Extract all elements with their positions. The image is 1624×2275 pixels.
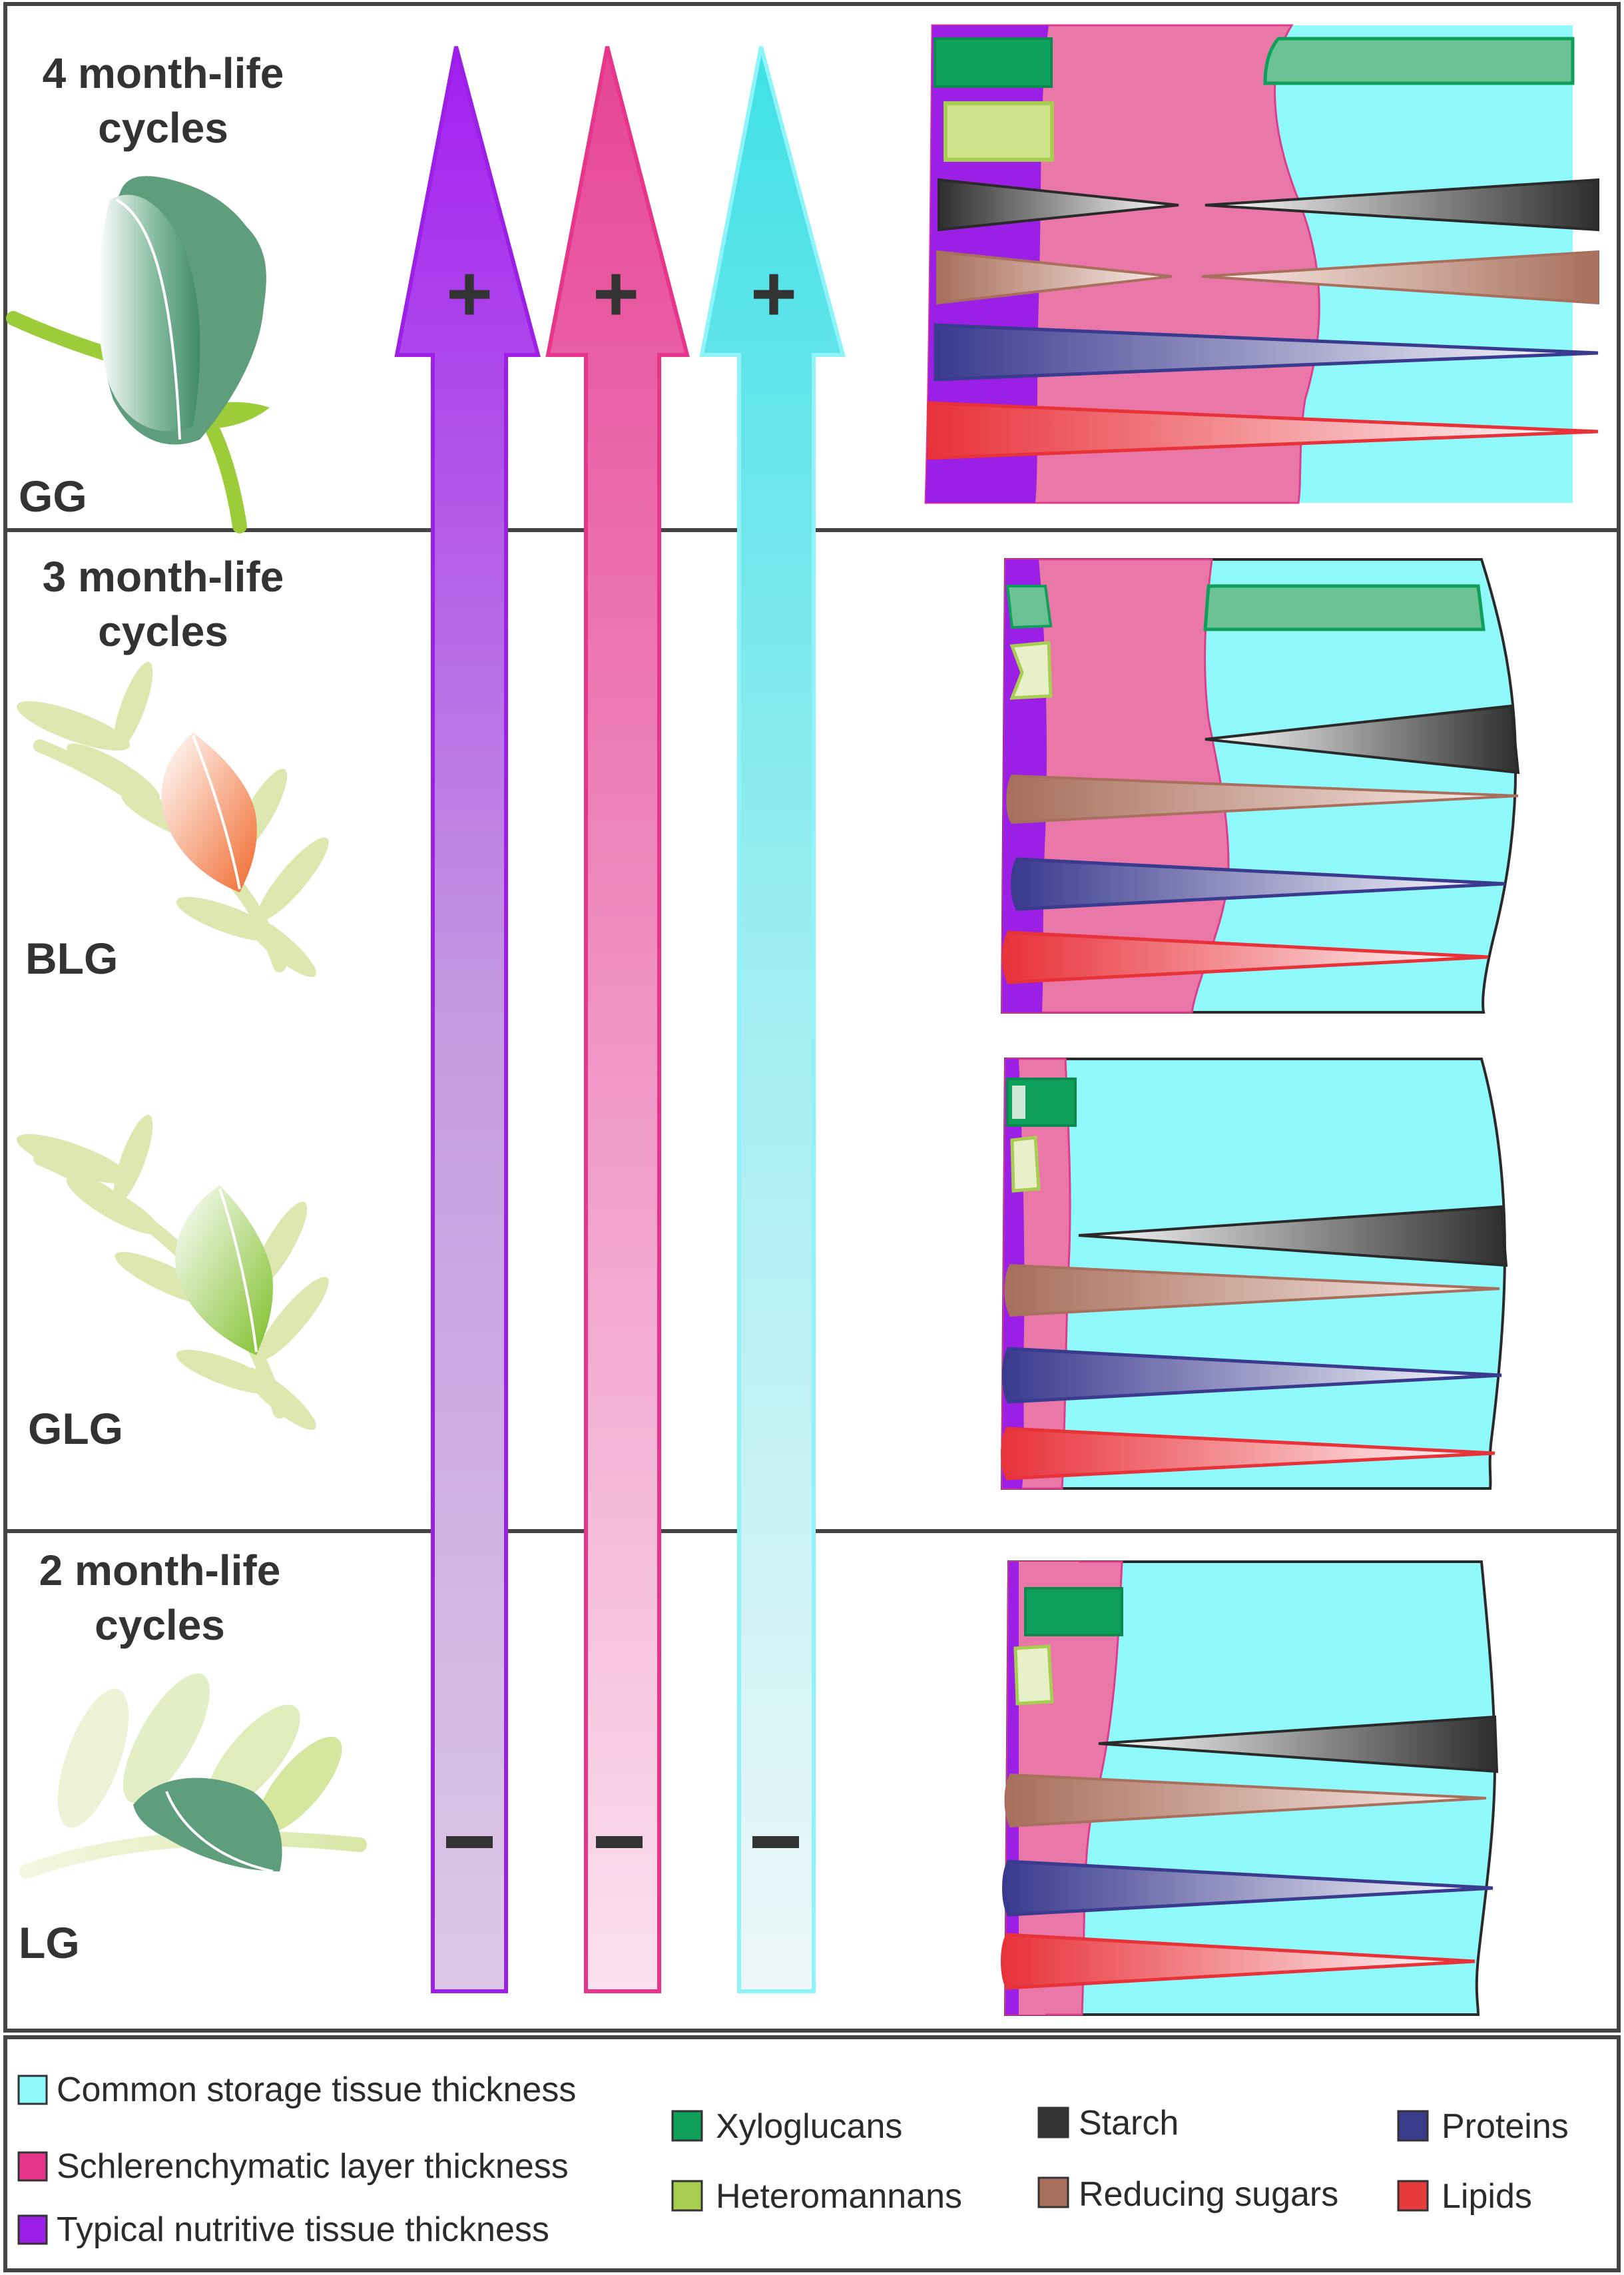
cycle-label-4-line1: 4 month-life	[43, 49, 284, 97]
sample-label-gg: GG	[19, 472, 87, 521]
cycle-label-2-line1: 2 month-life	[39, 1546, 281, 1594]
legend-label-heteromannans: Heteromannans	[716, 2177, 962, 2216]
glg-lipids	[1001, 1427, 1495, 1480]
cycle-label-3-line2: cycles	[98, 607, 228, 655]
gg-proteins	[934, 323, 1599, 382]
gg-lipids	[927, 401, 1599, 460]
lg-starch	[1098, 1715, 1499, 1774]
blg-sugars	[1006, 774, 1519, 824]
legend-swatch-reducing-sugars	[1037, 2176, 1069, 2208]
arrow-nutritive-minus	[446, 1836, 493, 1848]
lg-seed-section	[1001, 1560, 1499, 2016]
legend-swatch-nutritive	[17, 2214, 48, 2245]
arrow-nutritive: +	[394, 46, 541, 1993]
cycle-label-4-line2: cycles	[98, 104, 228, 152]
blg-xyloglucan-left	[1005, 585, 1053, 629]
arrow-storage-minus	[752, 1836, 799, 1848]
legend-label-nutritive: Typical nutritive tissue thickness	[57, 2210, 549, 2249]
cycle-label-3-line1: 3 month-life	[43, 553, 284, 601]
sample-label-lg: LG	[19, 1918, 80, 1967]
legend-swatch-storage	[17, 2075, 48, 2105]
blg-lipids	[1002, 930, 1489, 984]
glg-sugars	[1004, 1263, 1500, 1317]
lg-xyloglucan	[1024, 1587, 1123, 1636]
gg-leaf-illustration	[6, 176, 270, 533]
blg-proteins	[1011, 857, 1505, 911]
legend-swatch-schlerenchymatic	[17, 2151, 48, 2182]
legend-label-storage: Common storage tissue thickness	[57, 2071, 576, 2109]
blg-xyloglucan-right	[1203, 584, 1486, 631]
glg-starch	[1078, 1205, 1508, 1267]
legend-swatch-lipids	[1397, 2180, 1429, 2212]
cycle-label-2-line2: cycles	[95, 1601, 225, 1649]
gg-sugar-right	[1201, 250, 1599, 305]
legend-label-lipids: Lipids	[1442, 2177, 1532, 2216]
glg-seed-section	[1000, 1058, 1508, 1490]
gg-starch-left	[938, 178, 1179, 232]
legend-swatch-heteromannans	[671, 2180, 703, 2212]
sample-label-blg: BLG	[25, 934, 118, 983]
lg-sugars	[1004, 1773, 1487, 1828]
blg-starch	[1205, 704, 1520, 775]
gg-xyloglucan-right	[1263, 37, 1575, 85]
lg-branch-illustration	[19, 1673, 367, 1879]
arrow-storage: +	[699, 46, 846, 1993]
legend-swatch-xyloglucans	[671, 2110, 703, 2142]
arrow-storage-plus: +	[750, 249, 797, 338]
legend: Common storage tissue thickness Schleren…	[17, 2071, 1569, 2249]
lg-heteromannan	[1013, 1644, 1054, 1706]
lg-lipids	[1001, 1933, 1476, 1990]
legend-frame	[3, 2035, 1621, 2272]
blg-heteromannan-left	[1009, 641, 1053, 700]
legend-label-schlerenchymatic: Schlerenchymatic layer thickness	[57, 2147, 569, 2186]
legend-label-proteins: Proteins	[1442, 2107, 1569, 2146]
glg-branch-illustration	[17, 1114, 329, 1431]
gg-xyloglucan-left	[934, 37, 1053, 88]
legend-swatch-starch	[1037, 2107, 1069, 2138]
legend-label-starch: Starch	[1079, 2104, 1179, 2142]
gg-heteromannan-left	[944, 101, 1054, 162]
gg-sugar-left	[936, 250, 1173, 305]
lg-proteins	[1002, 1859, 1493, 1917]
arrow-schlerenchymatic: +	[545, 46, 690, 1993]
glg-xyloglucan-inner	[1012, 1086, 1025, 1119]
arrow-nutritive-plus: +	[446, 249, 493, 338]
legend-swatch-proteins	[1397, 2110, 1429, 2142]
blg-seed-section	[1000, 558, 1520, 1014]
gg-seed-section	[924, 24, 1599, 504]
legend-label-reducing-sugars: Reducing sugars	[1079, 2175, 1338, 2214]
arrow-schlerenchymatic-minus	[596, 1836, 643, 1848]
blg-branch-illustration	[17, 661, 329, 978]
legend-label-xyloglucans: Xyloglucans	[716, 2107, 902, 2146]
glg-proteins	[1002, 1347, 1502, 1404]
arrow-schlerenchymatic-plus: +	[593, 249, 639, 338]
gg-starch-right	[1205, 178, 1599, 232]
glg-heteromannan	[1010, 1136, 1041, 1193]
sample-label-glg: GLG	[28, 1404, 123, 1453]
